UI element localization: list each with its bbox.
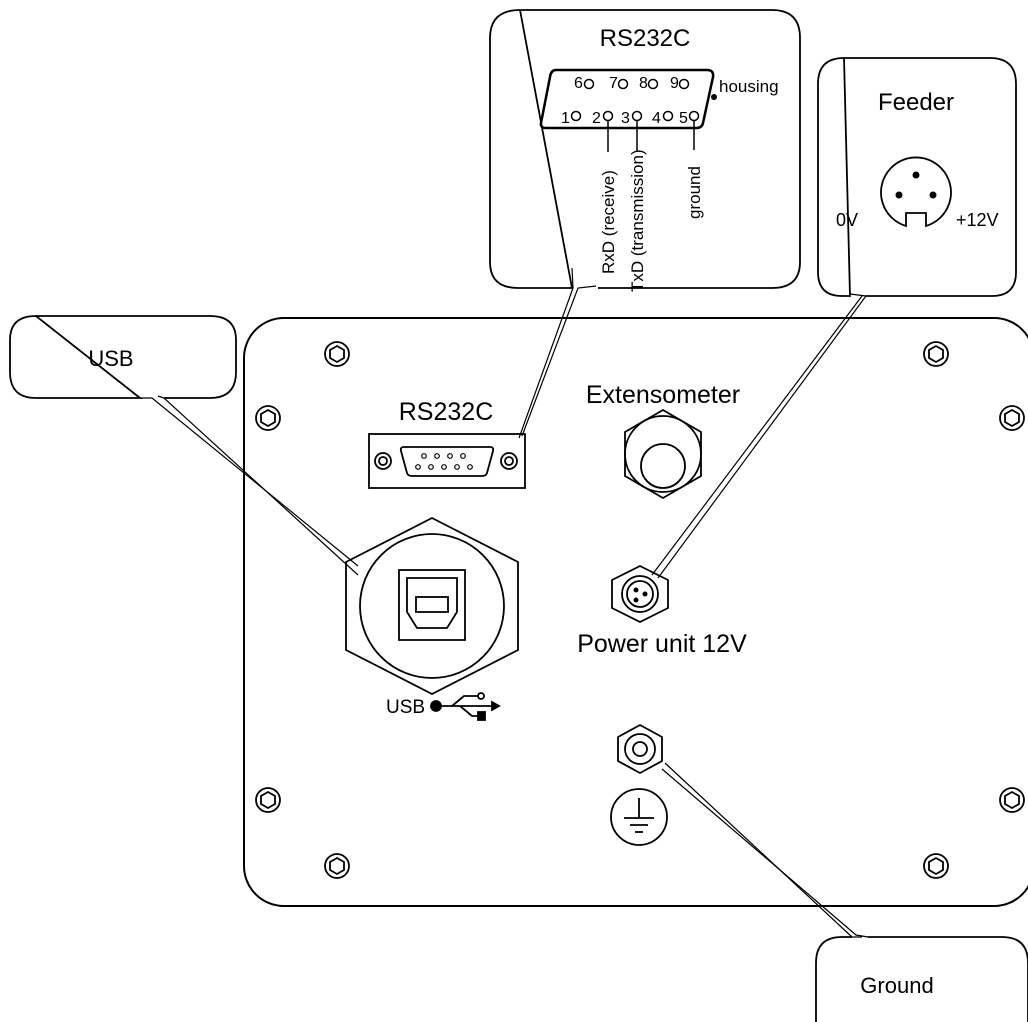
db9-pin-label-1: 1 xyxy=(561,110,570,127)
power-unit-label: Power unit 12V xyxy=(577,630,747,658)
feeder-callout-box xyxy=(817,57,1017,297)
panel-usb-label: USB xyxy=(386,697,425,718)
db9-pin-label-5: 5 xyxy=(679,110,688,127)
txd-signal-label: TxD (transmission) xyxy=(628,149,647,292)
extensometer-label: Extensometer xyxy=(586,381,740,409)
screw xyxy=(923,853,949,879)
usb-callout-box xyxy=(9,315,237,399)
db9-pin-9 xyxy=(678,78,690,90)
panel-rs232c-connector xyxy=(368,433,526,489)
db9-pin-3 xyxy=(631,110,643,122)
housing-label: housing xyxy=(719,77,779,96)
housing-contact-dot xyxy=(711,94,717,100)
rs232c-callout-title: RS232C xyxy=(600,25,691,52)
screw xyxy=(324,853,350,879)
power-unit-connector xyxy=(611,564,669,624)
db9-pinout: housing 6 7 8 9 1 2 3 4 5 RxD (receive) … xyxy=(539,68,779,292)
usb-icon xyxy=(430,692,501,721)
rxd-signal-label: RxD (receive) xyxy=(599,170,618,274)
db9-pin-label-2: 2 xyxy=(592,110,601,127)
db9-pin-label-9: 9 xyxy=(670,75,679,92)
back-panel xyxy=(243,317,1028,907)
usb-connector xyxy=(345,516,519,696)
db9-pin-7 xyxy=(617,78,629,90)
db9-shell xyxy=(539,68,715,130)
db9-pin-6 xyxy=(583,78,595,90)
db9-pin-label-7: 7 xyxy=(609,75,618,92)
db9-pin-8 xyxy=(647,78,659,90)
extensometer-connector xyxy=(624,408,702,500)
db9-pin-label-3: 3 xyxy=(621,110,630,127)
ground-callout-title: Ground xyxy=(860,973,933,998)
rs232c-callout-box xyxy=(489,9,801,289)
db9-pin-4 xyxy=(662,110,674,122)
db9-pin-1 xyxy=(570,110,582,122)
feeder-connector-icon xyxy=(880,156,952,228)
screw xyxy=(255,405,281,431)
panel-rs232c-label: RS232C xyxy=(399,398,494,426)
ground-signal-label: ground xyxy=(685,166,704,219)
screw xyxy=(999,405,1025,431)
db9-pin-2 xyxy=(602,110,614,122)
feeder-0v-label: 0V xyxy=(836,210,858,230)
db9-pin-label-4: 4 xyxy=(652,110,661,127)
usb-callout-title: USB xyxy=(88,346,133,371)
feeder-callout-title: Feeder xyxy=(878,89,954,116)
panel-screws xyxy=(255,341,1025,879)
db9-pin-label-6: 6 xyxy=(574,75,583,92)
screw xyxy=(999,787,1025,813)
screw xyxy=(923,341,949,367)
feeder-12v-label: +12V xyxy=(956,210,999,230)
db9-pin-5 xyxy=(688,110,700,122)
ground-terminal xyxy=(617,723,663,775)
screw xyxy=(255,787,281,813)
earth-ground-icon xyxy=(610,788,668,846)
screw xyxy=(324,341,350,367)
db9-pin-label-8: 8 xyxy=(639,75,648,92)
